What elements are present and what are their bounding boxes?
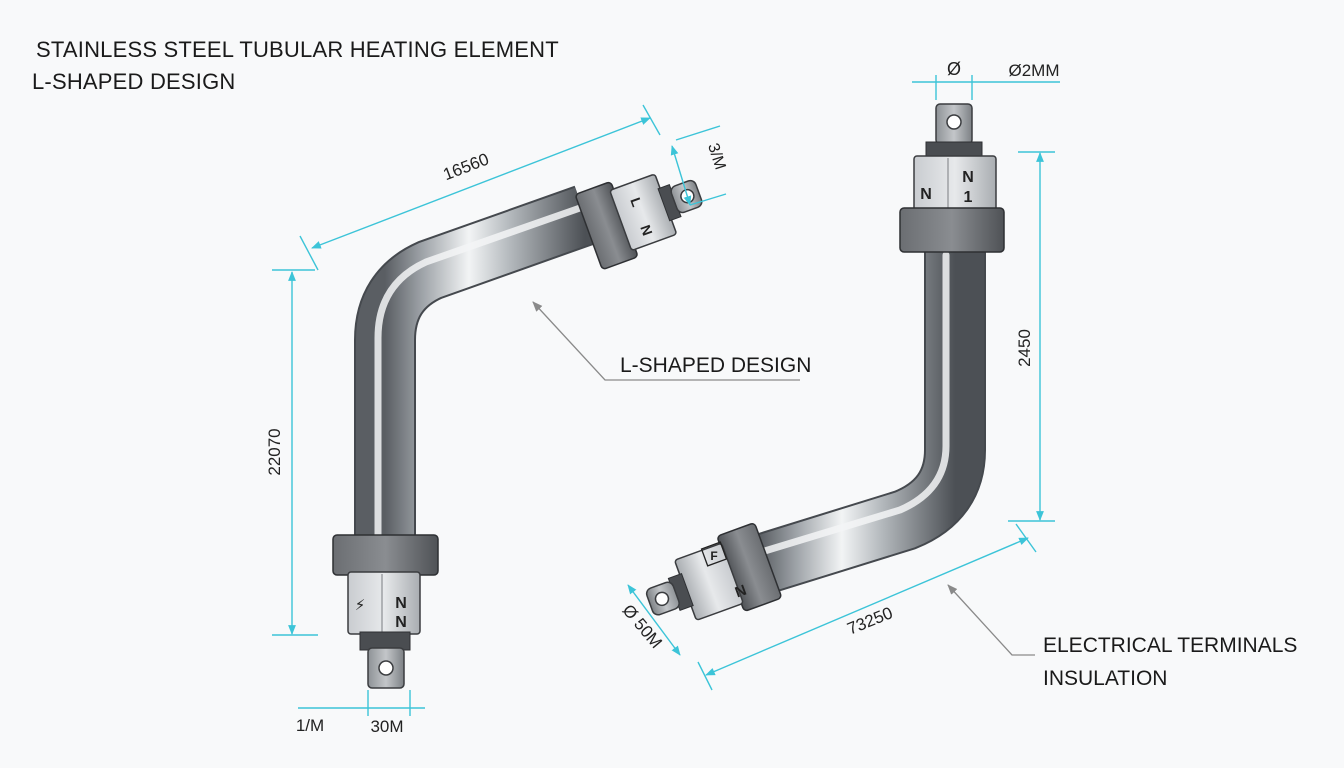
left-bottom-terminal-label-1: N	[395, 595, 407, 612]
right-top-terminal-label-2: N	[962, 169, 974, 186]
left-heating-element: L N ⚡ N N 16560 3/M	[265, 104, 811, 736]
right-top-terminal-label-3: 1	[964, 189, 973, 206]
left-bottom-terminal: ⚡ N N	[332, 534, 439, 689]
left-callout-text: L-SHAPED DESIGN	[620, 354, 811, 377]
left-callout-leader	[532, 301, 800, 381]
left-dim-top-length	[299, 104, 661, 271]
right-dim-top-a-label: Ø	[947, 59, 961, 79]
right-bottom-terminal-label-1: F	[710, 549, 717, 563]
right-top-terminal-label-1: N	[920, 186, 932, 203]
right-dim-bottom-length-label: 73250	[844, 603, 895, 638]
right-dim-height-label: 2450	[1015, 329, 1034, 367]
right-dim-top-b-label: Ø2MM	[1009, 61, 1060, 80]
left-dim-height-label: 22070	[265, 428, 284, 475]
left-dim-height	[272, 269, 318, 636]
right-dim-bottom-length	[697, 523, 1037, 691]
right-dim-height	[1008, 151, 1055, 522]
left-bottom-terminal-label-2: N	[395, 614, 407, 631]
left-dim-bottom-b-label: 30M	[370, 717, 403, 736]
left-dim-bottom	[298, 690, 425, 716]
right-callout-text-1: ELECTRICAL TERMINALS	[1043, 634, 1297, 657]
left-dim-top-length-label: 16560	[441, 150, 492, 185]
diagram-title: STAINLESS STEEL TUBULAR HEATING ELEMENT	[36, 37, 559, 62]
left-dim-top-thread	[670, 125, 727, 206]
left-bottom-terminal-symbol: ⚡	[355, 597, 366, 614]
right-callout-text-2: INSULATION	[1043, 667, 1167, 690]
left-top-terminal: L N	[575, 174, 703, 270]
right-callout-leader	[947, 584, 1035, 656]
right-dim-top	[912, 75, 1060, 100]
right-bottom-terminal	[645, 523, 782, 621]
title-block: STAINLESS STEEL TUBULAR HEATING ELEMENT …	[32, 34, 559, 98]
right-top-terminal: N N 1	[899, 103, 1005, 253]
right-dim-bottom-dia	[627, 584, 681, 656]
left-dim-bottom-a-label: 1/M	[296, 716, 324, 735]
diagram-subtitle: L-SHAPED DESIGN	[32, 69, 236, 94]
left-dim-top-thread-label: 3/M	[704, 141, 728, 172]
